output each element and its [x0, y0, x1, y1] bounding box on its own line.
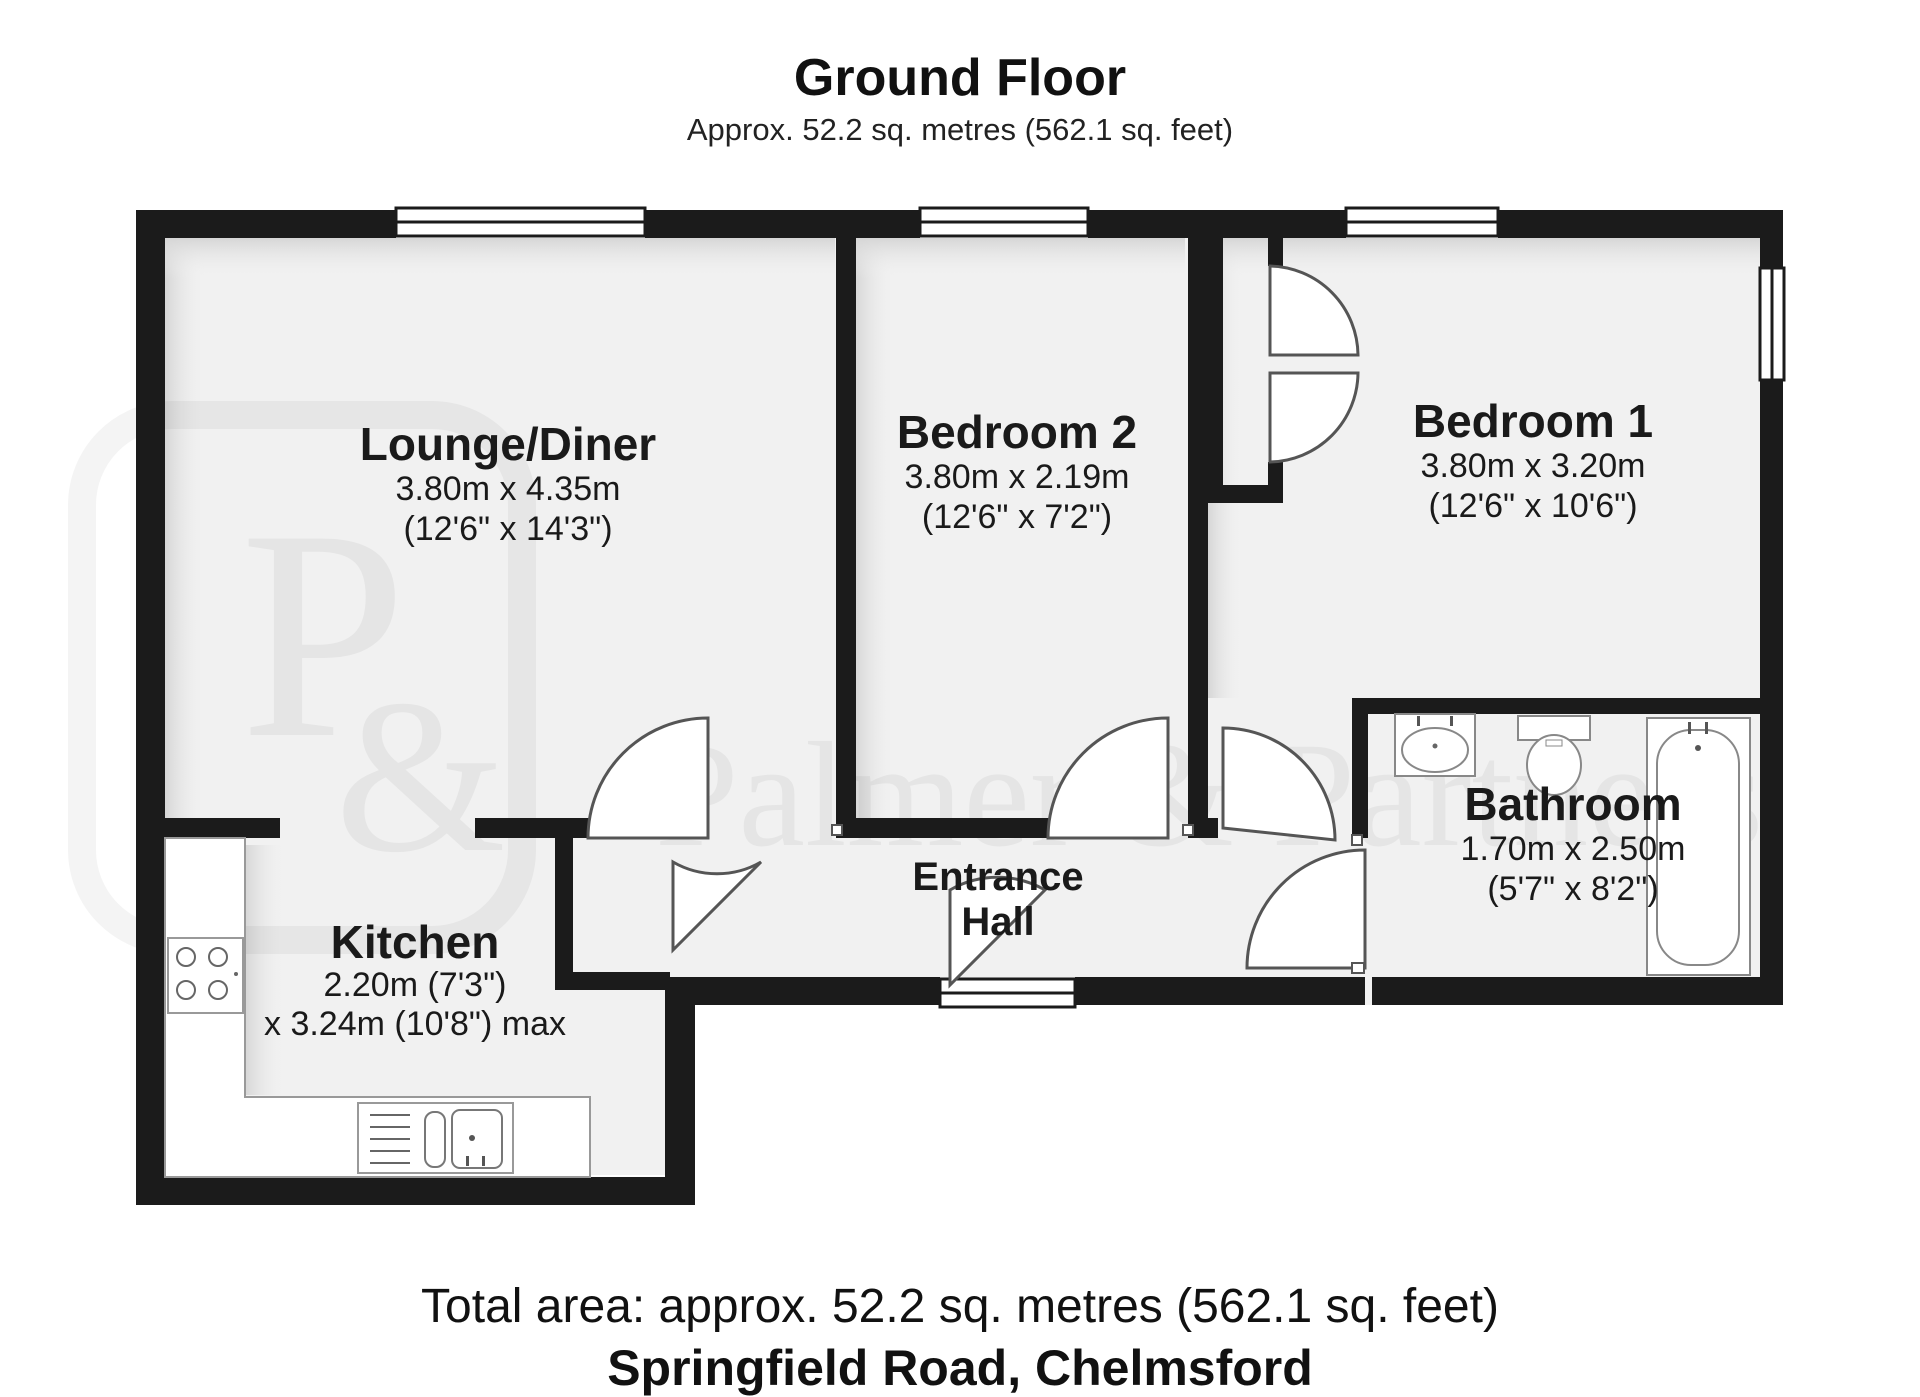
room-imperial: (12'6" x 10'6") — [1428, 487, 1637, 525]
room-kitchen: Kitchen 2.20m (7'3") x 3.24m (10'8") max — [264, 916, 566, 1043]
room-name: Lounge/Diner — [360, 418, 657, 470]
room-size-line-2: x 3.24m (10'8") max — [264, 1005, 566, 1043]
toilet-icon — [1517, 715, 1591, 796]
room-metric: 3.80m x 2.19m — [905, 458, 1130, 496]
room-bedroom-2: Bedroom 2 3.80m x 2.19m (12'6" x 7'2") — [897, 406, 1137, 536]
door-stops — [831, 824, 1365, 974]
room-metric: 1.70m x 2.50m — [1461, 830, 1686, 868]
room-entrance-hall: Entrance Hall — [912, 855, 1083, 944]
doors — [586, 264, 1367, 989]
hob-icon — [167, 937, 244, 1014]
watermark-monogram-top: P — [240, 468, 407, 800]
floor-area-text: Approx. 52.2 sq. metres (562.1 sq. feet) — [687, 112, 1233, 147]
room-name-line-1: Entrance — [912, 855, 1083, 899]
kitchen-fittings — [164, 837, 591, 1178]
room-bathroom: Bathroom 1.70m x 2.50m (5'7" x 8'2") — [1461, 778, 1686, 908]
room-name: Bedroom 1 — [1413, 395, 1653, 447]
room-name: Bathroom — [1464, 778, 1681, 830]
total-area: Total area: approx. 52.2 sq. metres (562… — [421, 1280, 1499, 1333]
room-name-line-2: Hall — [961, 900, 1034, 944]
watermark-monogram-bottom: & — [335, 654, 506, 898]
room-name: Bedroom 2 — [897, 406, 1137, 458]
bathroom-fittings — [1394, 713, 1751, 976]
property-address: Springfield Road, Chelmsford — [607, 1340, 1313, 1396]
room-lounge-diner: Lounge/Diner 3.80m x 4.35m (12'6" x 14'3… — [360, 418, 657, 548]
room-metric: 3.80m x 4.35m — [396, 470, 621, 508]
floor-area — [165, 238, 1760, 1175]
sink-icon — [357, 1102, 514, 1174]
room-imperial: (12'6" x 14'3") — [403, 510, 612, 548]
floor-title: Ground Floor — [794, 49, 1126, 107]
room-name: Kitchen — [331, 916, 500, 968]
room-size-line-1: 2.20m (7'3") — [324, 966, 507, 1004]
bath-icon — [1646, 717, 1751, 976]
room-metric: 3.80m x 3.20m — [1421, 447, 1646, 485]
room-bedroom-1: Bedroom 1 3.80m x 3.20m (12'6" x 10'6") — [1413, 395, 1653, 525]
walls — [136, 210, 1783, 1205]
room-imperial: (12'6" x 7'2") — [922, 498, 1112, 536]
windows — [394, 206, 1786, 1009]
room-imperial: (5'7" x 8'2") — [1487, 870, 1658, 908]
basin-icon — [1394, 713, 1476, 777]
